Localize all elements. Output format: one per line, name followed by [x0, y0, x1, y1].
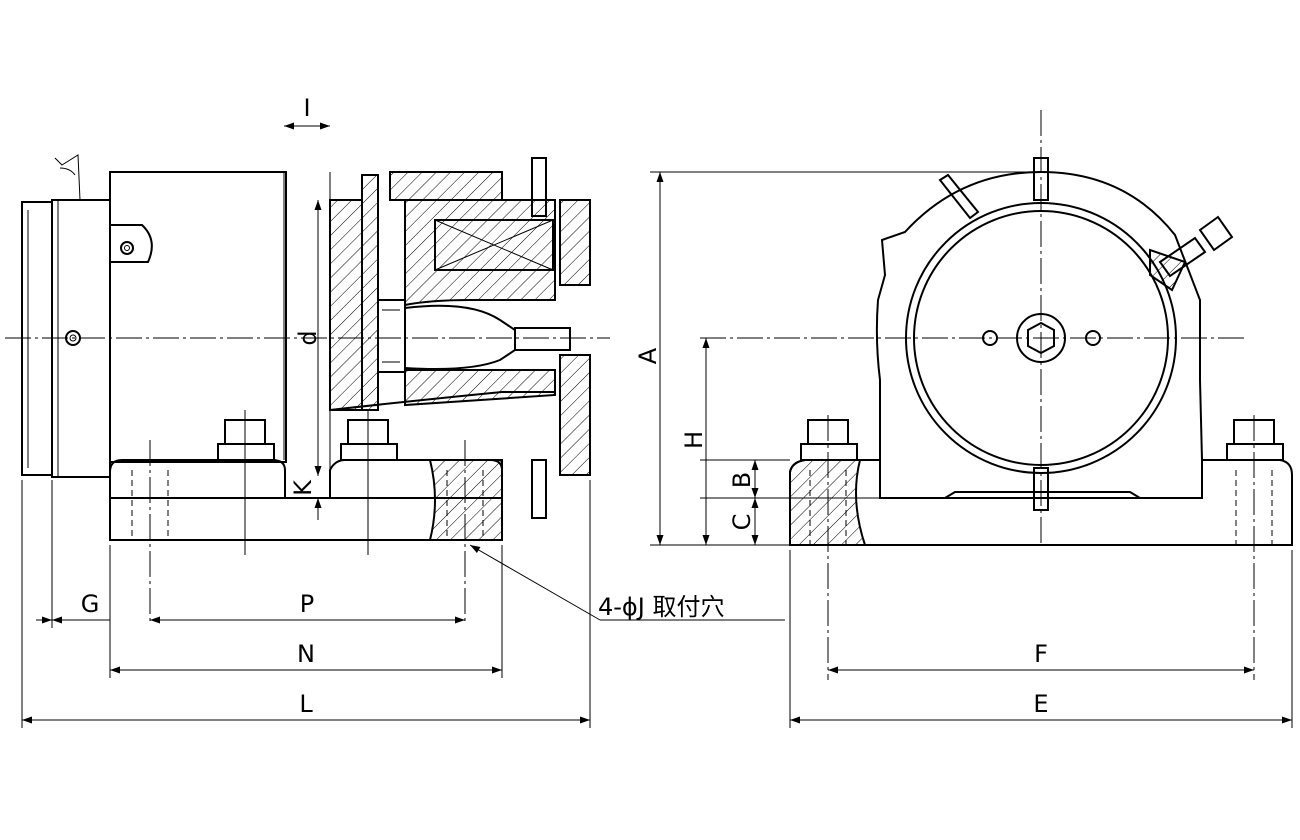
dim-label-E: E	[1033, 690, 1048, 718]
dim-label-H: H	[680, 431, 708, 449]
dim-label-B: B	[728, 472, 756, 488]
bolt-right	[340, 410, 398, 555]
dim-label-I: I	[303, 94, 310, 122]
dim-label-K: K	[289, 479, 317, 496]
dim-label-A: A	[634, 347, 662, 364]
side-section-view	[5, 154, 610, 625]
end-view	[700, 110, 1293, 680]
bolt-left	[217, 410, 275, 555]
dimensions: I d K G P N L A H B C F	[21, 94, 1293, 728]
dim-label-d: d	[294, 330, 322, 345]
dim-label-P: P	[300, 590, 314, 618]
mounting-hole-note: 4-ϕJ 取付穴	[598, 593, 724, 621]
dim-label-L: L	[299, 690, 313, 718]
dim-label-G: G	[81, 590, 100, 618]
dim-label-C: C	[728, 514, 756, 531]
dim-label-N: N	[297, 640, 315, 668]
dim-label-F: F	[1034, 640, 1048, 668]
